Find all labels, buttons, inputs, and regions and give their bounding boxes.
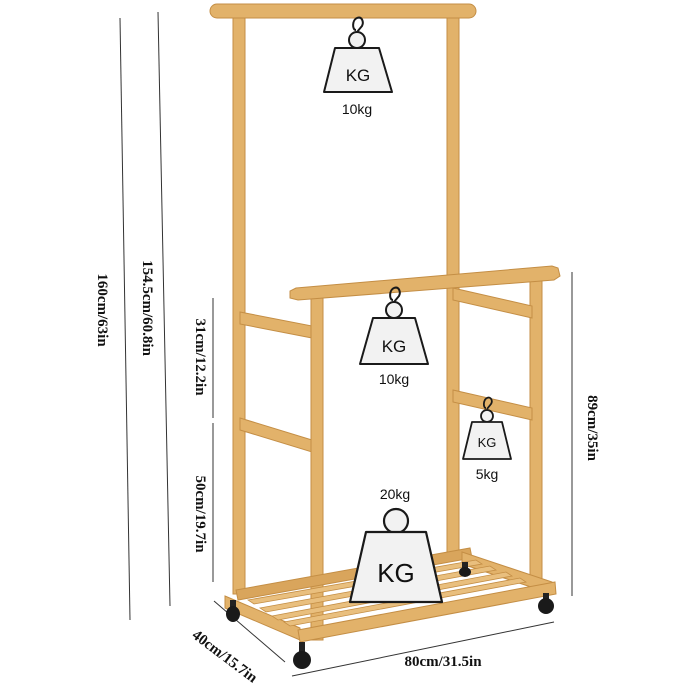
- kg-weight-icon: [359, 317, 429, 365]
- left-side-rail-lower: [239, 417, 313, 453]
- caster-wheel: [459, 562, 471, 577]
- right-side-rail-upper: [452, 287, 533, 319]
- weight-load-label: 5kg: [476, 466, 499, 482]
- lower-right-post: [529, 277, 543, 595]
- weight-ring-icon: [348, 31, 366, 49]
- weight-badge-text: KG: [382, 337, 407, 356]
- label-width: 80cm/31.5in: [404, 654, 482, 670]
- hanger-hook-icon: [352, 16, 364, 33]
- weight-load-label: 10kg: [342, 101, 372, 117]
- kg-weight-icon: [348, 530, 444, 604]
- right-side-rail-lower: [452, 389, 533, 421]
- weight-load-label: 10kg: [379, 371, 409, 387]
- weight-badge-text: KG: [478, 435, 497, 450]
- weight-ring-icon: [385, 301, 403, 319]
- lower-hanging-bar: [289, 265, 561, 301]
- label-depth: 40cm/15.7in: [189, 627, 261, 687]
- dim-line-total-height: [119, 17, 131, 621]
- top-hanging-bar: [209, 3, 477, 19]
- weight-lower-bar: KG 10kg: [359, 286, 429, 387]
- hanger-hook-icon: [482, 396, 493, 410]
- dim-line-upper-height: [157, 11, 171, 607]
- weight-side-rail: KG 5kg: [462, 396, 512, 482]
- label-total-height: 160cm/63in: [94, 273, 110, 347]
- kg-weight-icon: [462, 421, 512, 460]
- dim-line-width: [291, 621, 555, 677]
- dimension-lines: [119, 11, 573, 677]
- weight-top-bar: KG 10kg: [323, 16, 393, 117]
- shelf-front-rail: [297, 581, 557, 643]
- kg-weight-icon: [323, 47, 393, 93]
- weight-load-label: 20kg: [380, 486, 410, 502]
- caster-wheel: [538, 593, 554, 614]
- label-gap-lower: 50cm/19.7in: [192, 475, 208, 553]
- clothes-rack: [209, 3, 561, 669]
- upper-left-post: [232, 13, 246, 595]
- weight-badge-text: KG: [346, 66, 371, 85]
- label-upper-height: 154.5cm/60.8in: [139, 260, 155, 356]
- hanger-hook-icon: [389, 286, 401, 303]
- dim-line-depth: [213, 600, 286, 663]
- label-lower-rack: 89cm/35in: [584, 395, 600, 461]
- caster-wheel: [293, 642, 311, 669]
- weight-badge-text: KG: [377, 558, 415, 588]
- caster-wheel: [226, 600, 240, 622]
- weight-shelf: 20kg KG: [348, 486, 444, 604]
- left-side-rail-upper: [239, 311, 313, 339]
- weight-ring-icon: [382, 507, 410, 535]
- weight-ring-icon: [480, 409, 494, 423]
- label-gap-upper: 31cm/12.2in: [192, 318, 208, 396]
